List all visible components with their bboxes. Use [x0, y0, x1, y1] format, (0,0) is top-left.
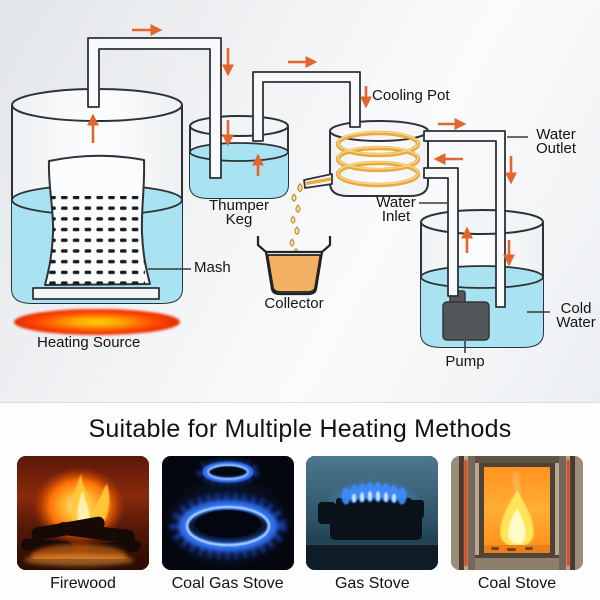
pump-label: Pump	[445, 353, 485, 370]
thumper-keg-label-line2: Keg	[225, 211, 253, 228]
heating-method-card-coal-gas-stove: Coal Gas Stove	[161, 456, 294, 593]
heating-source-flame	[14, 309, 180, 335]
gas-stove-art	[306, 456, 439, 570]
firewood-photo	[17, 456, 149, 570]
coal-gas-stove-art	[161, 456, 294, 570]
heating-method-label-coal-stove: Coal Stove	[477, 575, 557, 592]
small-burner-ring	[197, 458, 259, 486]
water-inlet-pipe	[423, 167, 459, 297]
water-outlet-pipe	[423, 130, 506, 308]
collector-cup	[256, 236, 332, 296]
distillation-diagram: Cooling Pot Thumper Keg Mash Heating Sou…	[0, 0, 600, 402]
water-outlet-label: Water Outlet	[529, 126, 583, 157]
coal-gas-stove-photo	[161, 456, 294, 570]
heating-methods-panel: Suitable for Multiple Heating Methods	[0, 402, 600, 600]
coal-stove-art	[450, 456, 583, 570]
firewood-art	[17, 456, 149, 570]
stove-flames	[341, 482, 407, 505]
heating-method-card-coal-stove: Coal Stove	[450, 456, 583, 593]
cold-water-label-line2: Water	[556, 314, 596, 331]
cold-water-bucket	[420, 209, 544, 348]
stove-body	[318, 498, 425, 540]
flow-arrows	[87, 24, 517, 267]
heating-method-card-firewood: Firewood	[17, 456, 149, 593]
heating-method-label-firewood: Firewood	[50, 575, 116, 592]
heating-methods-row: Firewood	[0, 456, 600, 593]
leader-lines	[148, 136, 550, 353]
heating-method-card-gas-stove: Gas Stove	[306, 456, 439, 593]
gas-stove-photo	[306, 456, 439, 570]
large-burner-ring	[169, 493, 286, 559]
cold-water-label-line1: Cold	[560, 300, 592, 317]
condenser-coil	[305, 130, 421, 188]
bag-tray	[32, 287, 160, 300]
heating-method-label-gas-stove: Gas Stove	[334, 575, 410, 592]
coal-stove-photo	[450, 456, 583, 570]
thumper-keg	[189, 115, 289, 199]
cold-water-label: Cold Water	[551, 300, 600, 331]
distillate-drops	[289, 183, 303, 258]
stove-side-panels	[450, 456, 583, 570]
panel-title: Suitable for Multiple Heating Methods	[88, 415, 512, 443]
keg-to-cooling-pipe	[252, 71, 361, 142]
cooling-pot-label: Cooling Pot	[372, 87, 450, 104]
boiler-to-keg-pipe	[87, 37, 222, 179]
water-outlet-label-line2: Outlet	[535, 140, 577, 157]
mash-label: Mash	[194, 259, 231, 276]
water-inlet-label-line1: Water	[376, 194, 416, 211]
thumper-keg-label: Thumper Keg	[189, 197, 289, 228]
boiler-pot	[11, 88, 183, 304]
heating-source-label: Heating Source	[37, 334, 141, 351]
water-outlet-label-line1: Water	[536, 126, 576, 143]
distillation-diagram-art	[11, 24, 550, 353]
heating-method-label-coal-gas-stove: Coal Gas Stove	[171, 575, 284, 592]
collector-label: Collector	[264, 295, 324, 312]
water-inlet-label-line2: Inlet	[381, 208, 411, 225]
water-inlet-label: Water Inlet	[374, 194, 418, 225]
thumper-keg-label-line1: Thumper	[208, 197, 270, 214]
